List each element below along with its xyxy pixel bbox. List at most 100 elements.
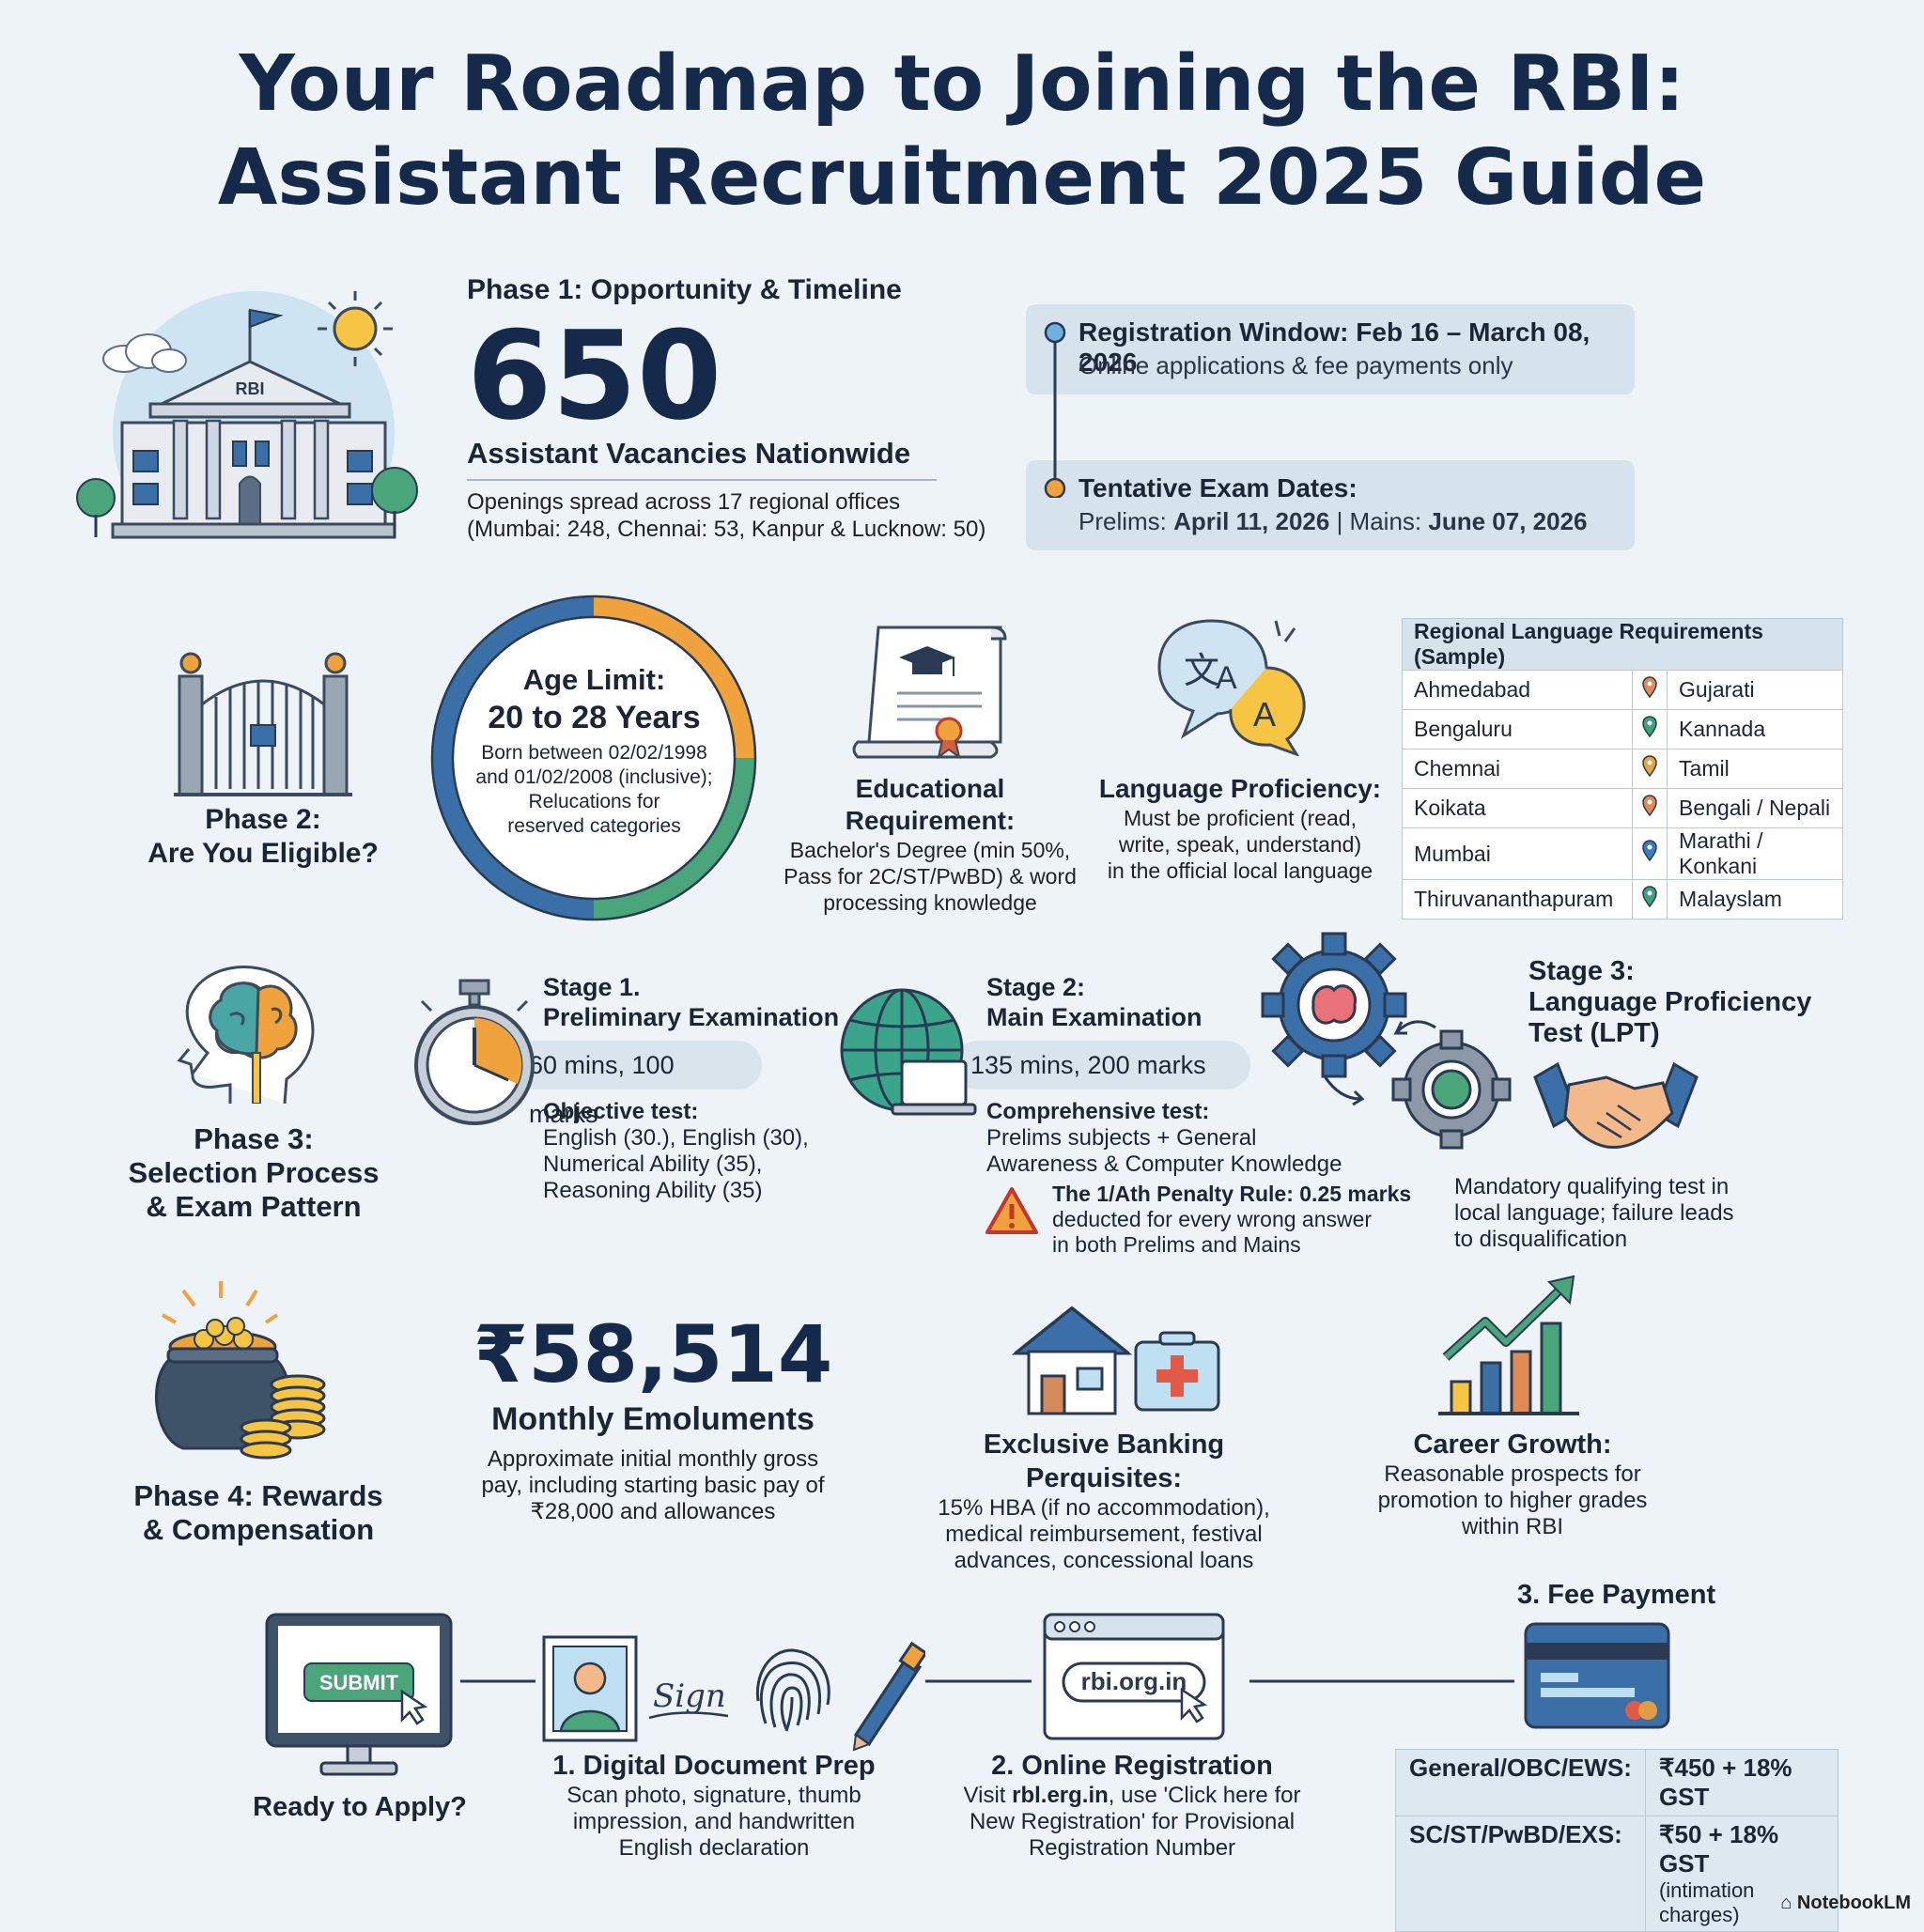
language-cell: Marathi / Konkani bbox=[1667, 827, 1843, 880]
step2-link[interactable]: rbl.erg.in bbox=[1012, 1783, 1109, 1808]
stage2-title-1: Stage 2: bbox=[986, 973, 1086, 1001]
salary-amount: ₹58,514 bbox=[473, 1308, 833, 1400]
stage2-desc-2: Prelims subjects + General bbox=[986, 1125, 1257, 1151]
exam-dates-card: Tentative Exam Dates: Prelims: April 11,… bbox=[1026, 460, 1635, 550]
house-medical-icon bbox=[1011, 1306, 1220, 1415]
step2-line-2: New Registration' for Provisional bbox=[969, 1809, 1296, 1834]
location-pin-icon bbox=[1632, 788, 1668, 828]
gears-handshake-icon bbox=[1261, 932, 1512, 1150]
perks-line-2: medical reimbursement, festival bbox=[945, 1522, 1263, 1547]
phase3-label-line-2: Selection Process bbox=[128, 1156, 380, 1189]
stage3-title-2: Language Proficiency bbox=[1528, 987, 1812, 1017]
fee-amount: ₹50 + 18% GST bbox=[1658, 1820, 1779, 1878]
fee-row: General/OBC/EWS:₹450 + 18% GST bbox=[1395, 1749, 1839, 1816]
step2-line-1: Visit rbl.erg.in, use 'Click here for bbox=[939, 1783, 1325, 1809]
growth-line-2: promotion to higher grades bbox=[1377, 1488, 1648, 1513]
education-line-1: Bachelor's Degree (min 50%, bbox=[789, 838, 1071, 862]
stage2-desc-3: Awareness & Computer Knowledge bbox=[986, 1151, 1342, 1177]
stage1-title-2: Preliminary Examination bbox=[543, 1003, 840, 1031]
stage3-desc-2: local language; failure leads bbox=[1454, 1200, 1734, 1226]
fee-cell: ₹450 + 18% GST bbox=[1644, 1749, 1839, 1816]
openings-text: Openings spread across 17 regional offic… bbox=[467, 488, 985, 543]
step2-block: 2. Online Registration Visit rbl.erg.in,… bbox=[939, 1749, 1325, 1862]
age-line-4: reserved categories bbox=[507, 815, 681, 837]
location-pin-icon bbox=[1632, 827, 1668, 880]
growth-chart-icon bbox=[1438, 1275, 1579, 1415]
step1-block: 1. Digital Document Prep Scan photo, sig… bbox=[531, 1749, 897, 1862]
salary-label: Monthly Emoluments bbox=[491, 1401, 815, 1437]
phase2-label-line-2: Are You Eligible? bbox=[147, 838, 379, 869]
exam-dates-sub: Prelims: April 11, 2026 | Mains: June 07… bbox=[1078, 507, 1588, 536]
step1-line-3: English declaration bbox=[618, 1835, 810, 1861]
stage3-desc-3: to disqualification bbox=[1454, 1227, 1628, 1252]
city-cell: Mumbai bbox=[1401, 827, 1634, 880]
stage3-desc-1: Mandatory qualifying test in bbox=[1454, 1174, 1730, 1199]
city-cell: Koikata bbox=[1401, 788, 1634, 828]
perks-line-1: 15% HBA (if no accommodation), bbox=[938, 1495, 1270, 1521]
education-line-3: processing knowledge bbox=[823, 890, 1037, 915]
stage2-pill: 135 mins, 200 marks bbox=[954, 1041, 1250, 1090]
step2-title: 2. Online Registration bbox=[991, 1751, 1273, 1781]
step3-title: 3. Fee Payment bbox=[1517, 1580, 1716, 1610]
language-cell: Malayslam bbox=[1667, 879, 1843, 920]
perks-line-3: advances, concessional loans bbox=[954, 1548, 1254, 1573]
stage3-title-1: Stage 3: bbox=[1528, 956, 1635, 986]
openings-line-1: Openings spread across 17 regional offic… bbox=[467, 489, 901, 515]
warning-icon bbox=[985, 1187, 1038, 1234]
page-title: Your Roadmap to Joining the RBI: Assista… bbox=[0, 38, 1924, 225]
penalty-line-3: in both Prelims and Mains bbox=[1052, 1232, 1301, 1257]
education-line-2: Pass for 2C/ST/PwBD) & word bbox=[784, 864, 1077, 889]
fee-amount: ₹450 + 18% GST bbox=[1658, 1754, 1792, 1811]
stage3-title: Stage 3: Language Proficiency Test (LPT) bbox=[1528, 956, 1811, 1049]
stage1-title: Stage 1. Preliminary Examination bbox=[543, 972, 839, 1032]
phase3-label-line-1: Phase 3: bbox=[194, 1122, 314, 1155]
language-row: Koikata Bengali / Nepali bbox=[1401, 788, 1843, 828]
documents-icons: Sign bbox=[542, 1635, 925, 1752]
gold-pot-icon bbox=[155, 1281, 326, 1460]
diploma-icon bbox=[852, 626, 1007, 760]
age-line-2: and 01/02/2008 (inclusive); bbox=[475, 766, 713, 788]
fee-category: SC/ST/PwBD/EXS: bbox=[1395, 1816, 1646, 1932]
perks-title: Exclusive Banking Perquisites: bbox=[983, 1430, 1225, 1493]
language-block: Language Proficiency: Must be proficient… bbox=[1090, 773, 1390, 884]
divider bbox=[467, 479, 937, 481]
signature-icon: Sign bbox=[653, 1677, 726, 1715]
vacancy-label: Assistant Vacancies Nationwide bbox=[467, 437, 911, 470]
phase3-label: Phase 3: Selection Process & Exam Patter… bbox=[113, 1122, 395, 1224]
phase4-label: Phase 4: Rewards & Compensation bbox=[117, 1479, 399, 1547]
stage1-pill: 60 mins, 100 marks bbox=[512, 1041, 762, 1128]
age-line-1: Born between 02/02/1998 bbox=[481, 742, 707, 764]
stage2-desc-1: Comprehensive test: bbox=[986, 1099, 1210, 1124]
perks-block: Exclusive Banking Perquisites: 15% HBA (… bbox=[907, 1428, 1301, 1574]
title-line-2: Assistant Recruitment 2025 Guide bbox=[217, 133, 1707, 223]
svg-text:文: 文 bbox=[1184, 650, 1219, 691]
translate-icon: 文 A A bbox=[1157, 619, 1306, 756]
stage1-desc: Objective test: English (30.), English (… bbox=[543, 1099, 809, 1204]
prelims-date: April 11, 2026 bbox=[1173, 507, 1330, 535]
openings-line-2: (Mumbai: 248, Chennai: 53, Kanpur & Luck… bbox=[467, 517, 986, 542]
gate-icon bbox=[174, 652, 352, 796]
language-table-header: Regional Language Requirements (Sample) bbox=[1402, 618, 1843, 671]
photo-icon bbox=[542, 1635, 638, 1742]
notebooklm-brand: ⌂ NotebookLM bbox=[1780, 1893, 1911, 1913]
fee-category: General/OBC/EWS: bbox=[1395, 1749, 1646, 1816]
step2-line-3: Registration Number bbox=[1028, 1835, 1236, 1861]
penalty-line-1: The 1/Ath Penalty Rule: 0.25 marks bbox=[1052, 1182, 1412, 1206]
phase2-label: Phase 2: Are You Eligible? bbox=[122, 803, 404, 871]
step1-title: 1. Digital Document Prep bbox=[552, 1751, 876, 1781]
salary-line-1: Approximate initial monthly gross bbox=[487, 1446, 819, 1472]
language-line-3: in the official local language bbox=[1107, 858, 1373, 883]
language-cell: Bengali / Nepali bbox=[1667, 788, 1843, 828]
prelims-label: Prelims: bbox=[1078, 507, 1174, 535]
phase1-heading: Phase 1: Opportunity & Timeline bbox=[467, 274, 902, 305]
registration-card: Registration Window: Feb 16 – March 08, … bbox=[1026, 304, 1635, 394]
salary-line-2: pay, including starting basic pay of bbox=[481, 1473, 825, 1498]
age-title: Age Limit: bbox=[522, 663, 666, 696]
salary-line-3: ₹28,000 and allowances bbox=[530, 1499, 776, 1524]
timeline-connector bbox=[1044, 321, 1066, 498]
fee-cell: ₹50 + 18% GST(intimation charges) bbox=[1644, 1816, 1839, 1932]
